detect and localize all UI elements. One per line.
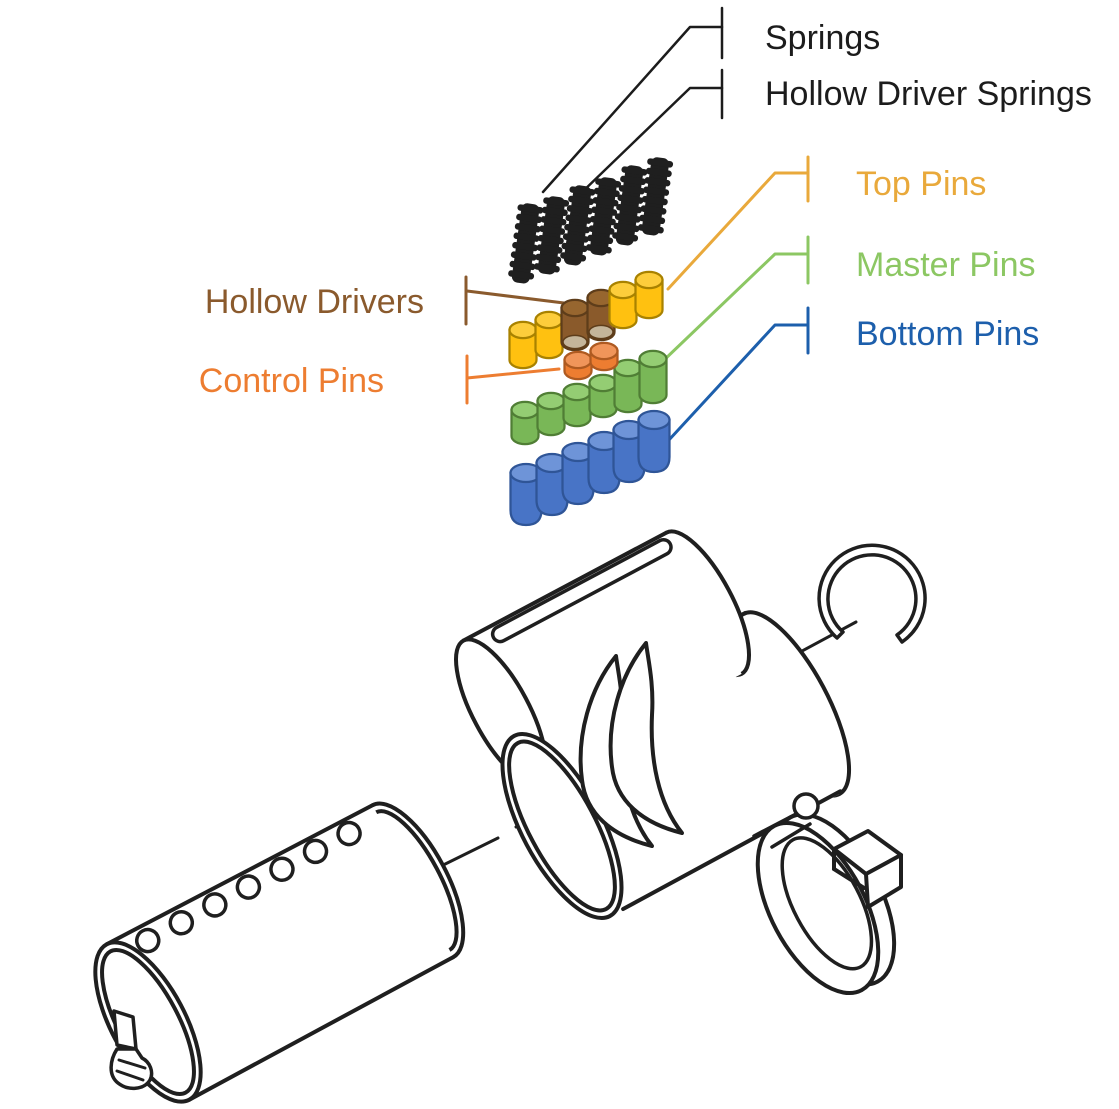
hollow-drivers-label: Hollow Drivers: [205, 283, 424, 321]
master-pins-label: Master Pins: [856, 246, 1036, 284]
top-pins-leader-line: [666, 171, 810, 291]
cam-screw-hole: [792, 792, 820, 820]
pin: [608, 280, 638, 330]
plug: [93, 801, 466, 1104]
collar-fin-rear: [608, 641, 684, 835]
spring: [560, 185, 596, 266]
hollow-driver-springs-label: Hollow Driver Springs: [765, 75, 1092, 113]
hollow-drivers-leader-line: [465, 289, 566, 305]
top-pins-and-hollow-drivers-group: [508, 270, 664, 370]
pin: [613, 358, 643, 414]
bottom-pin: [561, 441, 595, 506]
pin: [510, 400, 540, 446]
hollow-driver-pin: [586, 288, 616, 342]
springs-label: Springs: [765, 19, 880, 57]
control-pins-label: Control Pins: [199, 362, 384, 400]
pin: [589, 341, 619, 372]
pin: [563, 350, 593, 381]
spring: [508, 203, 544, 284]
labels: Springs Hollow Driver Springs Top Pins M…: [199, 19, 1092, 400]
shell-housing: [454, 529, 852, 920]
springs-leader-line: [541, 25, 724, 194]
spring: [612, 165, 648, 246]
cam-tab: [832, 829, 903, 909]
cam-tailpiece: [752, 792, 903, 996]
shell-bible: [454, 529, 752, 786]
bottom-pins-label: Bottom Pins: [856, 315, 1039, 353]
pin: [562, 382, 592, 428]
master-pins-group: [510, 349, 668, 446]
control-pins-group: [563, 341, 619, 381]
bottom-pins-leader-line: [666, 323, 810, 443]
pin: [534, 310, 564, 360]
spring: [637, 157, 674, 236]
retainer-clip: [817, 543, 927, 644]
bottom-pin: [509, 462, 543, 527]
pin: [536, 391, 566, 437]
control-pins-leader-line: [465, 367, 561, 380]
bottom-pin: [637, 409, 671, 474]
pin: [638, 349, 668, 405]
plug-pin-holes: [135, 820, 362, 954]
master-pins-leader-line: [661, 252, 810, 363]
lock-line-art: [93, 529, 927, 1104]
pin: [508, 320, 538, 370]
springs-group: [508, 157, 674, 284]
leader-lines: [464, 6, 810, 443]
bible-slot: [490, 537, 673, 644]
hollow-driver-pin: [560, 298, 590, 352]
pin: [634, 270, 664, 320]
spring: [585, 177, 622, 256]
spring: [533, 196, 570, 275]
top-pins-label: Top Pins: [856, 165, 986, 203]
hollow-driver-springs-leader-line: [576, 86, 724, 198]
pin: [588, 373, 618, 419]
plug-keyway: [109, 1009, 154, 1090]
bottom-pins-group: [509, 409, 671, 527]
